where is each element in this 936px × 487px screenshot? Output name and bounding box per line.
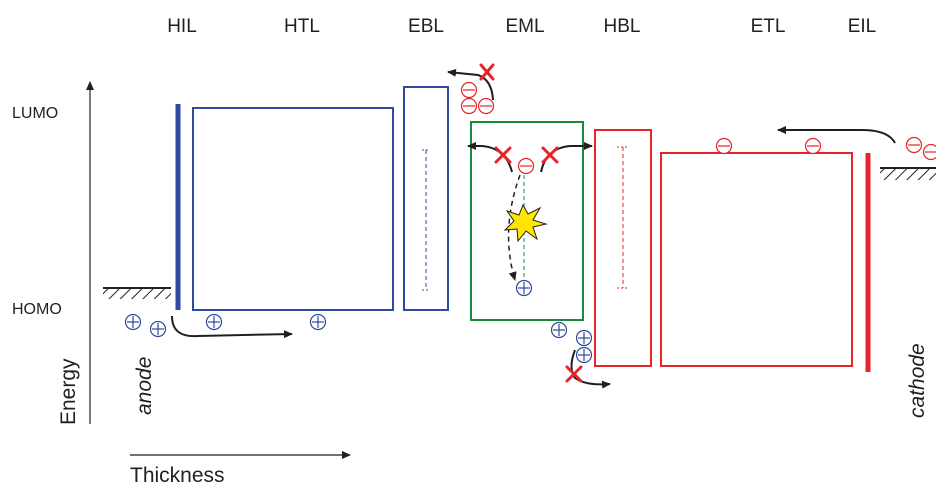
layer-label-eml: EML — [505, 16, 544, 37]
electron-minus-icon — [715, 137, 733, 155]
red-cross-icon — [541, 146, 559, 164]
electron-minus-icon — [905, 136, 923, 154]
hole-plus-icon — [575, 346, 593, 364]
hole-leak-arrow — [570, 349, 611, 389]
electron-minus-icon — [517, 157, 535, 175]
hole-plus-icon — [515, 279, 533, 297]
htl-box — [192, 107, 394, 311]
energy-axis-label: Energy — [57, 358, 80, 425]
red-cross-icon — [479, 63, 495, 81]
layer-label-hil: HIL — [167, 16, 197, 37]
layer-label-etl: ETL — [751, 16, 786, 37]
electron-minus-icon — [460, 81, 478, 99]
electron-leak-arrow — [447, 68, 494, 101]
layer-label-ebl: EBL — [408, 16, 444, 37]
electron-minus-icon — [804, 137, 822, 155]
hole-plus-icon — [124, 313, 142, 331]
blocked-electron-arrow-right — [540, 142, 593, 173]
hole-plus-icon — [149, 320, 167, 338]
hbl-triplet-level — [617, 146, 629, 289]
anode-label: anode — [133, 357, 156, 415]
electron-injection-arrow — [777, 126, 896, 144]
electron-minus-icon — [460, 97, 478, 115]
lumo-label: LUMO — [12, 105, 58, 122]
hole-plus-icon — [205, 313, 223, 331]
layer-label-eil: EIL — [848, 16, 877, 37]
red-cross-icon — [494, 146, 512, 164]
ebl-triplet-level — [422, 149, 430, 291]
hole-plus-icon — [550, 321, 568, 339]
blocked-markers — [479, 63, 583, 383]
etl-box — [660, 152, 853, 367]
ebl-box — [403, 86, 449, 311]
electrons — [460, 81, 936, 175]
layer-label-htl: HTL — [284, 16, 320, 37]
red-cross-icon — [565, 365, 583, 383]
eml-box — [470, 121, 584, 321]
homo-label: HOMO — [12, 301, 62, 318]
electron-minus-icon — [922, 143, 936, 161]
hbl-box — [594, 129, 652, 367]
thickness-axis-label: Thickness — [130, 464, 225, 487]
anode-hatch — [103, 288, 171, 299]
hole-injection-arrow — [171, 315, 293, 339]
electron-minus-icon — [477, 97, 495, 115]
layer-label-hbl: HBL — [604, 16, 641, 37]
star-icon — [503, 203, 548, 243]
hole-plus-icon — [309, 313, 327, 331]
cathode-label: cathode — [906, 343, 929, 418]
holes — [124, 279, 593, 364]
hole-plus-icon — [575, 329, 593, 347]
cathode-hatch — [880, 168, 936, 180]
